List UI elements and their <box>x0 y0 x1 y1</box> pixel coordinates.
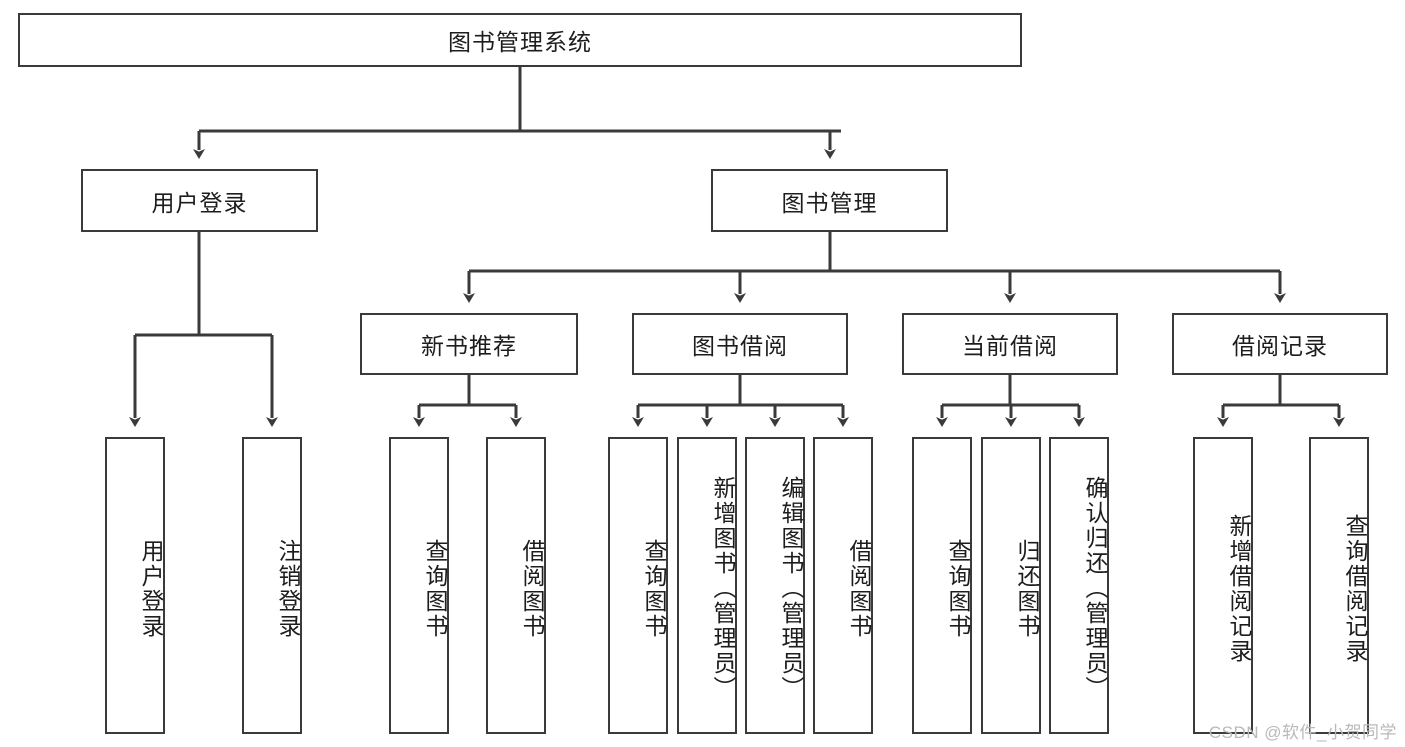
node-query-book-2[interactable]: 查询图书 <box>608 437 668 734</box>
node-borrow-record[interactable]: 借阅记录 <box>1172 313 1388 375</box>
node-add-borrow-record-label: 新增借阅记录 <box>1226 513 1252 664</box>
node-query-book-1-label: 查询图书 <box>422 538 448 639</box>
node-current-borrow-label: 当前借阅 <box>962 333 1058 359</box>
node-confirm-return-admin-label: 确认归还（管理员） <box>1082 476 1108 701</box>
node-current-borrow[interactable]: 当前借阅 <box>902 313 1118 375</box>
node-confirm-return-admin[interactable]: 确认归还（管理员） <box>1049 437 1109 734</box>
node-user-login-label: 用户登录 <box>151 189 248 216</box>
node-book-borrow[interactable]: 图书借阅 <box>632 313 848 375</box>
node-query-book-2-label: 查询图书 <box>641 538 667 639</box>
node-borrow-book-1-label: 借阅图书 <box>519 538 545 639</box>
node-borrow-book-2-label: 借阅图书 <box>846 538 872 639</box>
node-book-manage[interactable]: 图书管理 <box>711 169 948 232</box>
node-borrow-book-1[interactable]: 借阅图书 <box>486 437 546 734</box>
node-edit-book-admin[interactable]: 编辑图书（管理员） <box>745 437 805 734</box>
node-query-borrow-record-label: 查询借阅记录 <box>1342 513 1368 664</box>
node-query-borrow-record[interactable]: 查询借阅记录 <box>1309 437 1369 734</box>
node-new-book-recommend-label: 新书推荐 <box>421 333 517 359</box>
node-book-borrow-label: 图书借阅 <box>692 333 788 359</box>
node-book-manage-label: 图书管理 <box>781 189 878 216</box>
node-return-book[interactable]: 归还图书 <box>981 437 1041 734</box>
node-new-book-recommend[interactable]: 新书推荐 <box>360 313 578 375</box>
node-user-login-do[interactable]: 用户登录 <box>105 437 165 734</box>
node-return-book-label: 归还图书 <box>1014 538 1040 639</box>
node-borrow-book-2[interactable]: 借阅图书 <box>813 437 873 734</box>
node-root-label: 图书管理系统 <box>448 29 592 55</box>
node-borrow-record-label: 借阅记录 <box>1232 333 1328 359</box>
node-user-login-do-label: 用户登录 <box>138 538 164 639</box>
node-query-book-3[interactable]: 查询图书 <box>912 437 972 734</box>
node-add-book-admin-label: 新增图书（管理员） <box>710 476 736 701</box>
node-user-login[interactable]: 用户登录 <box>81 169 318 232</box>
csdn-watermark: CSDN @软件_小贺同学 <box>1208 723 1397 742</box>
node-add-borrow-record[interactable]: 新增借阅记录 <box>1193 437 1253 734</box>
node-edit-book-admin-label: 编辑图书（管理员） <box>778 476 804 701</box>
node-query-book-3-label: 查询图书 <box>945 538 971 639</box>
node-root[interactable]: 图书管理系统 <box>18 13 1022 67</box>
node-user-logout[interactable]: 注销登录 <box>242 437 302 734</box>
node-user-logout-label: 注销登录 <box>275 538 301 639</box>
node-add-book-admin[interactable]: 新增图书（管理员） <box>677 437 737 734</box>
node-query-book-1[interactable]: 查询图书 <box>389 437 449 734</box>
